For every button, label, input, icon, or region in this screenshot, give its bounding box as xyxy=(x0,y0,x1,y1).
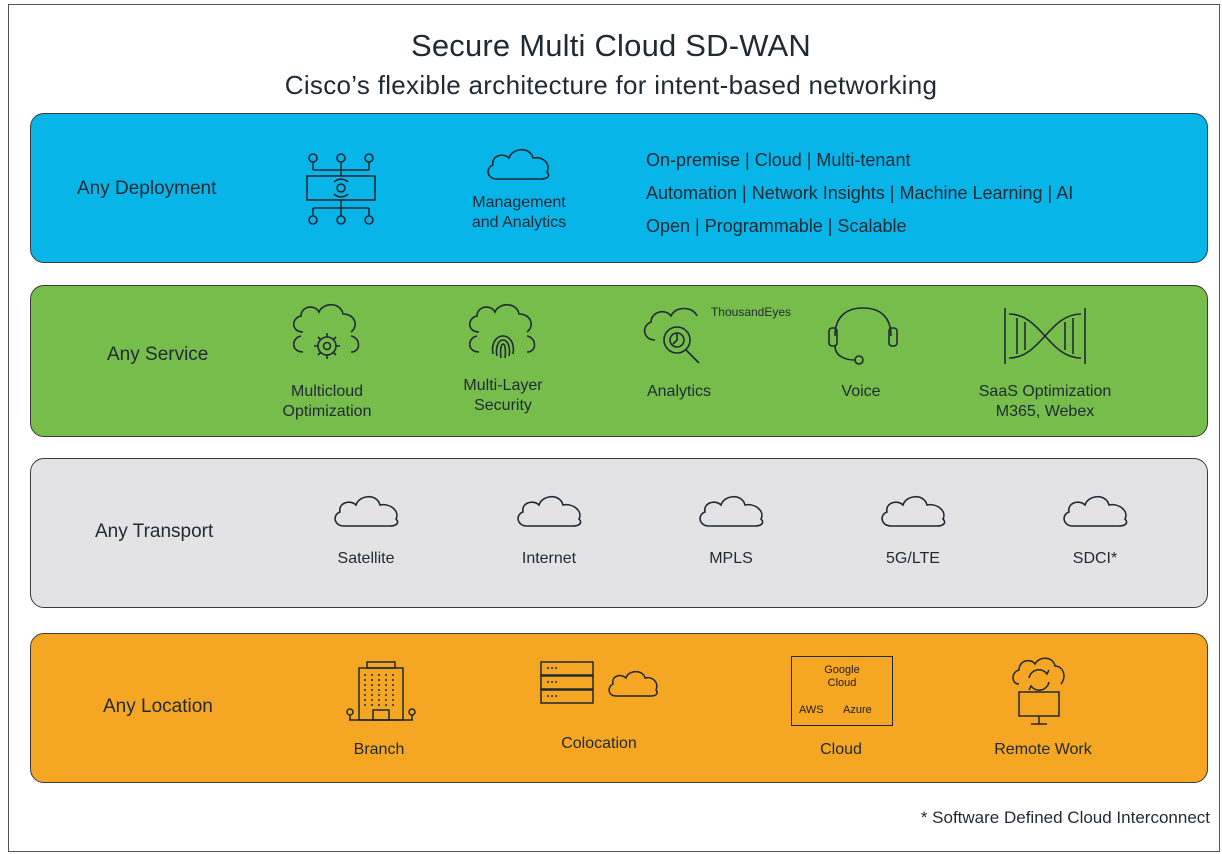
location-label-branch: Branch xyxy=(353,741,405,758)
cloud-fingerprint-icon xyxy=(468,303,536,359)
feature-line-3: Open | Programmable | Scalable xyxy=(646,216,907,236)
diagram-subtitle: Cisco’s flexible architecture for intent… xyxy=(284,70,938,100)
service-label-3: Analytics xyxy=(646,383,712,400)
management-label-line1: Management xyxy=(472,194,566,211)
google-label: Google xyxy=(824,664,860,676)
cloud-gear-icon xyxy=(292,303,360,359)
deployment-band: Any Deployment Management and Analytics … xyxy=(30,113,1208,263)
feature-line-2: Automation | Network Insights | Machine … xyxy=(646,183,1074,203)
location-label: Any Location xyxy=(103,696,213,717)
cloud-magnifier-icon xyxy=(643,307,700,364)
cloud-icon xyxy=(487,148,550,180)
management-label-line2: and Analytics xyxy=(471,214,567,231)
service-label-5a: SaaS Optimization xyxy=(978,383,1112,400)
transport-label: Any Transport xyxy=(95,521,214,542)
cloud-icon xyxy=(608,670,658,697)
thousandeyes-label: ThousandEyes xyxy=(710,305,792,319)
service-label-1b: Optimization xyxy=(282,403,372,420)
cloud-icon xyxy=(699,495,764,527)
transport-item-label: Internet xyxy=(521,550,577,567)
service-label-2a: Multi-Layer xyxy=(463,377,543,394)
cloud-icon xyxy=(334,495,399,527)
location-label-colocation: Colocation xyxy=(561,735,637,752)
transport-item-label: 5G/LTE xyxy=(886,550,940,567)
cloud-icon xyxy=(881,495,946,527)
service-band: Any Service Multicloud Optimization Mult… xyxy=(30,285,1208,437)
location-band: Any Location Branch Colocation xyxy=(30,633,1208,783)
headset-icon xyxy=(828,307,898,365)
service-label: Any Service xyxy=(107,344,209,365)
service-label-5b: M365, Webex xyxy=(995,403,1095,420)
google-cloud-label: Cloud xyxy=(827,677,857,689)
dna-helix-icon xyxy=(1004,308,1086,364)
footnote: * Software Defined Cloud Interconnect xyxy=(920,808,1210,827)
aws-label: AWS xyxy=(799,704,824,716)
service-label-4: Voice xyxy=(841,383,881,400)
transport-item-label: MPLS xyxy=(709,550,753,567)
diagram-title: Secure Multi Cloud SD-WAN xyxy=(410,28,812,63)
server-rack-icon xyxy=(540,661,594,704)
location-label-remote: Remote Work xyxy=(994,741,1092,758)
cloud-icon xyxy=(517,495,582,527)
transport-item-label: Satellite xyxy=(337,550,395,567)
transport-band: Any Transport Satellite Internet MPLS 5G/LT… xyxy=(30,458,1208,608)
building-icon xyxy=(346,661,416,721)
service-label-1a: Multicloud xyxy=(290,383,364,400)
cloud-provider-box xyxy=(791,656,893,726)
feature-line-1: On-premise | Cloud | Multi-tenant xyxy=(646,150,911,170)
deployment-label: Any Deployment xyxy=(77,178,217,199)
azure-label: Azure xyxy=(843,704,872,716)
controller-node-icon xyxy=(306,153,376,225)
location-label-cloud: Cloud xyxy=(820,741,862,758)
remote-work-icon xyxy=(1012,657,1065,725)
service-label-2b: Security xyxy=(474,397,532,414)
transport-item-label: SDCI* xyxy=(1072,550,1118,567)
cloud-icon xyxy=(1063,495,1128,527)
